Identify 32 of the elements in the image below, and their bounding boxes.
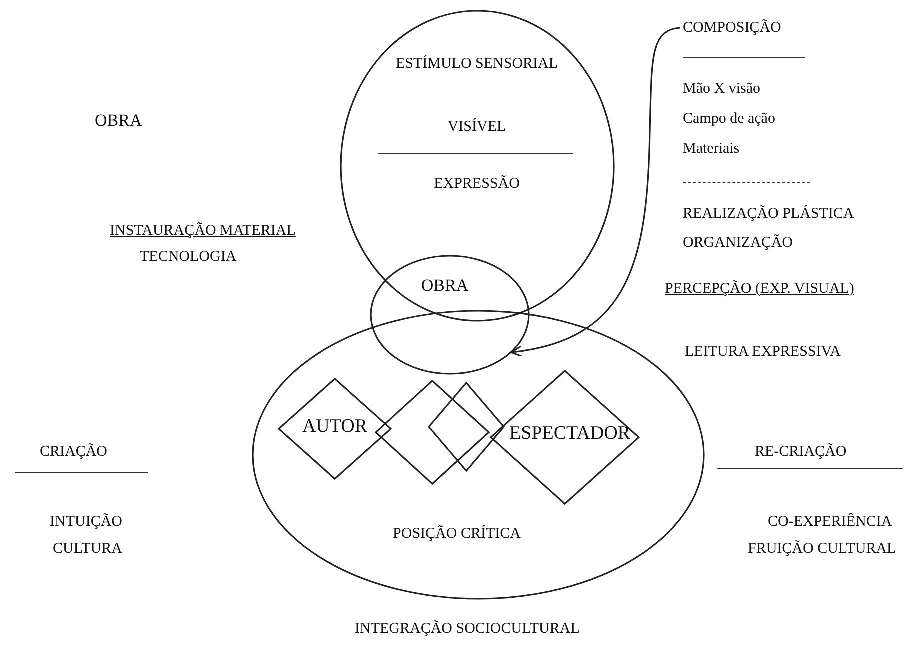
node-text: OBRA [421,277,469,295]
diamond-shape [428,382,505,472]
curved-arrow [510,27,680,357]
node-text: VISÍVEL [448,118,506,136]
diamond-shape [375,380,490,485]
diamond-shape [278,378,392,480]
text-label: RE-CRIAÇÃO [755,443,847,461]
node-text: ESPECTADOR [510,425,630,443]
text-label: INTUIÇÃO [50,513,122,531]
text-label: LEITURA EXPRESSIVA [685,343,841,361]
text-label: ORGANIZAÇÃO [683,234,793,252]
node-text: EXPRESSÃO [434,175,520,193]
text-label: FRUIÇÃO CULTURAL [748,540,896,558]
circle-shape [370,255,530,375]
text-label: TECNOLOGIA [140,248,237,266]
text-label: Materiais [683,140,740,158]
diamond-shape [490,370,640,505]
node-text: POSIÇÃO CRÍTICA [393,525,521,543]
circle-shape [340,10,615,322]
text-label: PERCEPÇÃO (EXP. VISUAL) [665,280,854,298]
text-label: INSTAURAÇÃO MATERIAL [110,222,296,240]
text-label: Campo de ação [683,110,776,128]
text-label: CULTURA [53,540,122,558]
text-label: OBRA [95,112,142,130]
text-label: REALIZAÇÃO PLÁSTICA [683,205,854,223]
node-text: ESTÍMULO SENSORIAL [396,55,558,73]
node-text: AUTOR [302,418,368,436]
node-text: COMPOSIÇÃO [683,19,782,37]
text-label: INTEGRAÇÃO SOCIOCULTURAL [355,620,580,638]
text-label: CRIAÇÃO [40,443,108,461]
text-label: CO-EXPERIÊNCIA [768,513,892,531]
text-label: Mão X visão [683,80,760,98]
